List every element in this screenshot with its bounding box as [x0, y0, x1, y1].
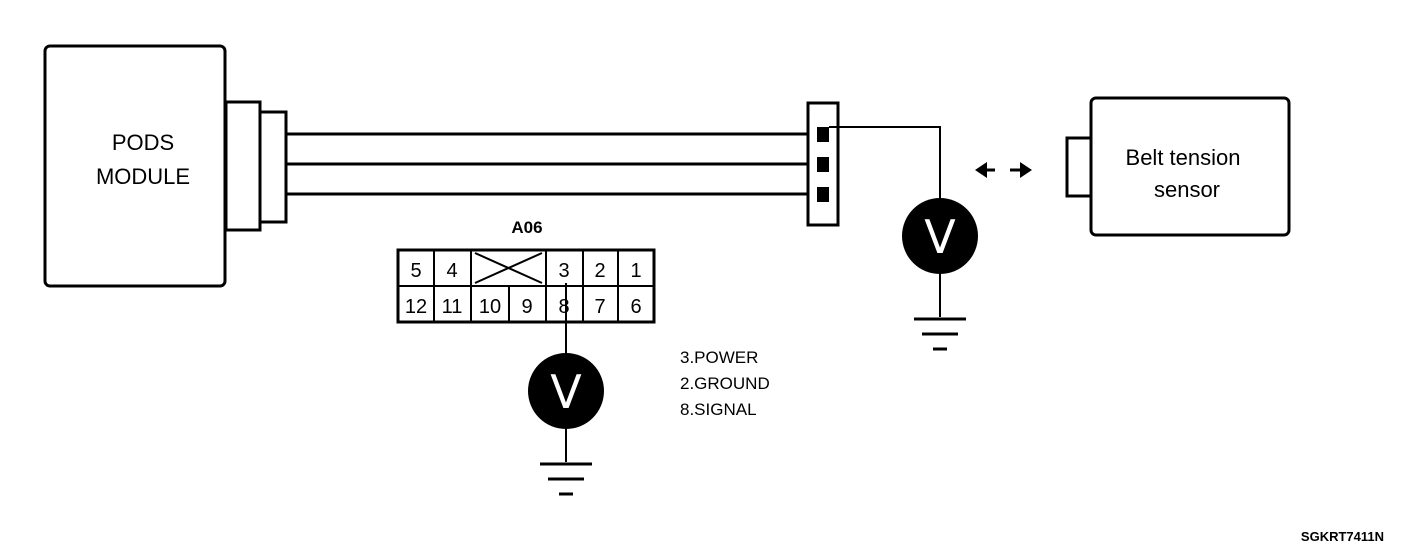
sensor-label-line2: sensor — [1154, 177, 1220, 202]
legend-item: 2.GROUND — [680, 374, 770, 393]
pin-label: 10 — [479, 296, 501, 318]
pin-label: 12 — [405, 296, 427, 318]
pin-label: 7 — [594, 296, 605, 318]
connector-a06-face: 5 4 3 2 1 12 11 10 9 8 7 6 — [396, 248, 656, 324]
pin-label: 6 — [630, 296, 641, 318]
voltmeter-right-symbol: V — [924, 210, 956, 264]
disconnect-arrows-icon — [975, 162, 1032, 178]
pin-label: 1 — [630, 260, 641, 282]
pin-label: 5 — [410, 260, 421, 282]
belt-tension-sensor: Belt tension sensor — [1065, 96, 1291, 237]
ground-symbol-lower — [540, 462, 592, 496]
legend-item: 3.POWER — [680, 348, 758, 367]
figure-code: SGKRT7411N — [1301, 529, 1384, 544]
pin-legend: 3.POWER 2.GROUND 8.SIGNAL — [680, 348, 770, 419]
voltmeter-lower: V — [528, 353, 604, 429]
connector-name: A06 — [511, 218, 542, 237]
pin-label: 4 — [446, 260, 457, 282]
pin-label: 11 — [442, 296, 463, 318]
voltmeter-right: V — [902, 198, 978, 274]
harness-wires — [286, 132, 824, 196]
pods-module-label-line1: PODS — [112, 130, 174, 155]
legend-item: 8.SIGNAL — [680, 400, 757, 419]
pin-label: 8 — [558, 296, 569, 318]
pods-module: PODS MODULE — [43, 44, 288, 288]
pin-label: 2 — [594, 260, 605, 282]
voltmeter-lower-symbol: V — [550, 365, 582, 419]
pods-module-label-line2: MODULE — [96, 164, 190, 189]
ground-symbol-right — [914, 317, 966, 351]
probe-line-right — [829, 126, 941, 317]
inline-connector — [806, 101, 840, 227]
pin-label: 3 — [558, 260, 569, 282]
pin-label: 9 — [521, 296, 532, 318]
sensor-label-line1: Belt tension — [1126, 145, 1241, 170]
